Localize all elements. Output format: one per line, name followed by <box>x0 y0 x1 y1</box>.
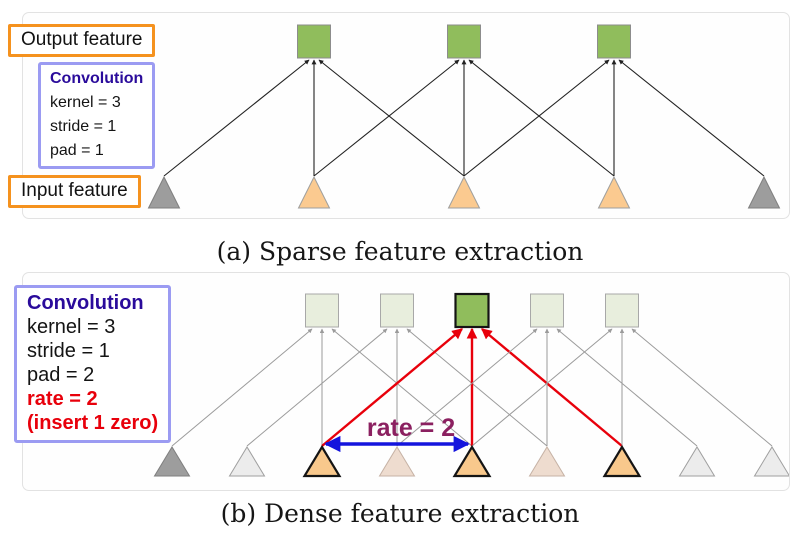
output-node-4 <box>605 293 639 328</box>
input-node-1 <box>228 446 266 477</box>
input-feature-label: Input feature <box>8 175 141 208</box>
kernel-edge <box>171 328 313 447</box>
output-node-0 <box>305 293 339 328</box>
output-node-0 <box>297 24 331 59</box>
input-node-4 <box>747 175 781 209</box>
kernel-edge <box>618 59 765 177</box>
output-node-1 <box>380 293 414 328</box>
rate-annotation: rate = 2 <box>367 414 455 442</box>
output-node-1 <box>447 24 481 59</box>
kernel-edge <box>331 328 473 447</box>
output-feature-label: Output feature <box>8 24 156 57</box>
convolution-box-a: Convolution kernel = 3 stride = 1 pad = … <box>38 62 156 169</box>
output-node-3 <box>530 293 564 328</box>
input-feature-text: Input feature <box>21 180 128 201</box>
kernel-edge <box>556 328 698 447</box>
input-node-4 <box>452 444 492 478</box>
input-node-7 <box>678 446 716 477</box>
kernel-edge <box>313 59 460 177</box>
conv-param-rate: rate = 2 <box>27 388 98 410</box>
caption-a: (a) Sparse feature extraction <box>216 237 584 266</box>
conv-param: stride = 1 <box>50 118 117 135</box>
highlight-edge <box>321 328 463 447</box>
convolution-box-b: Convolution kernel = 3 stride = 1 pad = … <box>14 285 172 443</box>
input-node-5 <box>528 446 566 477</box>
kernel-edge <box>396 328 538 447</box>
input-node-8 <box>753 446 789 477</box>
input-node-3 <box>378 446 416 477</box>
output-node-2 <box>597 24 631 59</box>
input-node-3 <box>597 175 631 209</box>
dense-diagram: rate = 2 <box>153 292 789 478</box>
kernel-edge <box>163 59 310 177</box>
conv-param: pad = 1 <box>50 142 104 159</box>
conv-param: pad = 2 <box>27 364 95 386</box>
kernel-edge <box>468 59 615 177</box>
conv-title-b: Convolution <box>27 292 144 314</box>
kernel-edge <box>406 328 548 447</box>
kernel-edge <box>318 59 465 177</box>
conv-param-insert-zero: (insert 1 zero) <box>27 412 159 434</box>
conv-param: kernel = 3 <box>50 94 121 111</box>
conv-title-a: Convolution <box>50 70 144 87</box>
kernel-edge <box>471 328 613 447</box>
input-node-0 <box>147 175 181 209</box>
conv-param: stride = 1 <box>27 340 110 362</box>
kernel-edge <box>631 328 773 447</box>
output-node-2 <box>454 292 490 329</box>
highlight-edge <box>481 328 623 447</box>
input-node-1 <box>297 175 331 209</box>
input-node-2 <box>302 444 342 478</box>
caption-b: (b) Dense feature extraction <box>220 499 580 528</box>
input-node-2 <box>447 175 481 209</box>
input-node-6 <box>602 444 642 478</box>
kernel-edge <box>463 59 610 177</box>
input-node-0 <box>153 446 191 477</box>
kernel-edge <box>246 328 388 447</box>
conv-param: kernel = 3 <box>27 316 116 338</box>
sparse-diagram <box>147 24 781 209</box>
output-feature-text: Output feature <box>21 29 143 50</box>
